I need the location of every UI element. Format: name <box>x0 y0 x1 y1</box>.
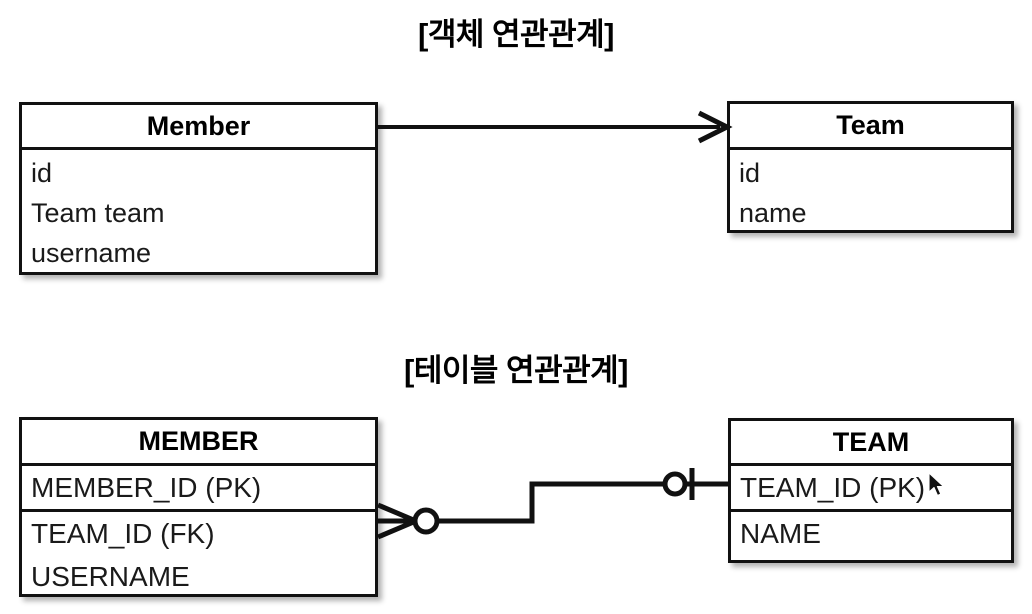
table-association-title: [테이블 연관관계] <box>404 353 628 388</box>
attribute-row: id <box>31 158 53 188</box>
entity-member-table[interactable]: MEMBER MEMBER_ID (PK) TEAM_ID (FK) USERN… <box>19 417 378 597</box>
entity-member-table-name: MEMBER <box>22 420 375 466</box>
attribute-row: Team team <box>31 198 165 228</box>
attribute-row: USERNAME <box>31 561 190 592</box>
entity-team-table-primary-key-section: TEAM_ID (PK) <box>731 466 1011 512</box>
crows-foot-zero-circle-icon <box>412 507 440 535</box>
object-association-title: [객체 연관관계] <box>418 17 614 52</box>
entity-member-object[interactable]: Member id Team team username <box>19 102 378 275</box>
entity-member-table-primary-key-section: MEMBER_ID (PK) <box>22 466 375 512</box>
attribute-row: id <box>739 158 761 188</box>
entity-team-table-attributes: NAME <box>731 512 1011 563</box>
attribute-row: NAME <box>740 518 821 549</box>
entity-member-object-name: Member <box>22 105 375 150</box>
entity-team-object-name: Team <box>730 104 1011 150</box>
crows-foot-zero-circle-icon <box>662 471 688 497</box>
entity-team-object[interactable]: Team id name <box>727 101 1014 233</box>
primary-key-row: TEAM_ID (PK) <box>740 472 926 503</box>
entity-member-object-attributes: id Team team username <box>22 150 375 275</box>
entity-team-table-name: TEAM <box>731 421 1011 466</box>
table-association-crowsfoot <box>377 468 728 540</box>
entity-member-table-attributes: TEAM_ID (FK) USERNAME <box>22 512 375 597</box>
attribute-row: username <box>31 238 152 268</box>
attribute-row: name <box>739 198 807 228</box>
crows-foot-many-icon <box>377 502 417 540</box>
primary-key-row: MEMBER_ID (PK) <box>31 472 262 503</box>
entity-team-table[interactable]: TEAM TEAM_ID (PK) NAME <box>728 418 1014 563</box>
arrow-head-icon <box>697 110 733 144</box>
attribute-row: TEAM_ID (FK) <box>31 518 215 549</box>
object-association-arrow <box>378 110 733 144</box>
entity-team-object-attributes: id name <box>730 150 1011 233</box>
